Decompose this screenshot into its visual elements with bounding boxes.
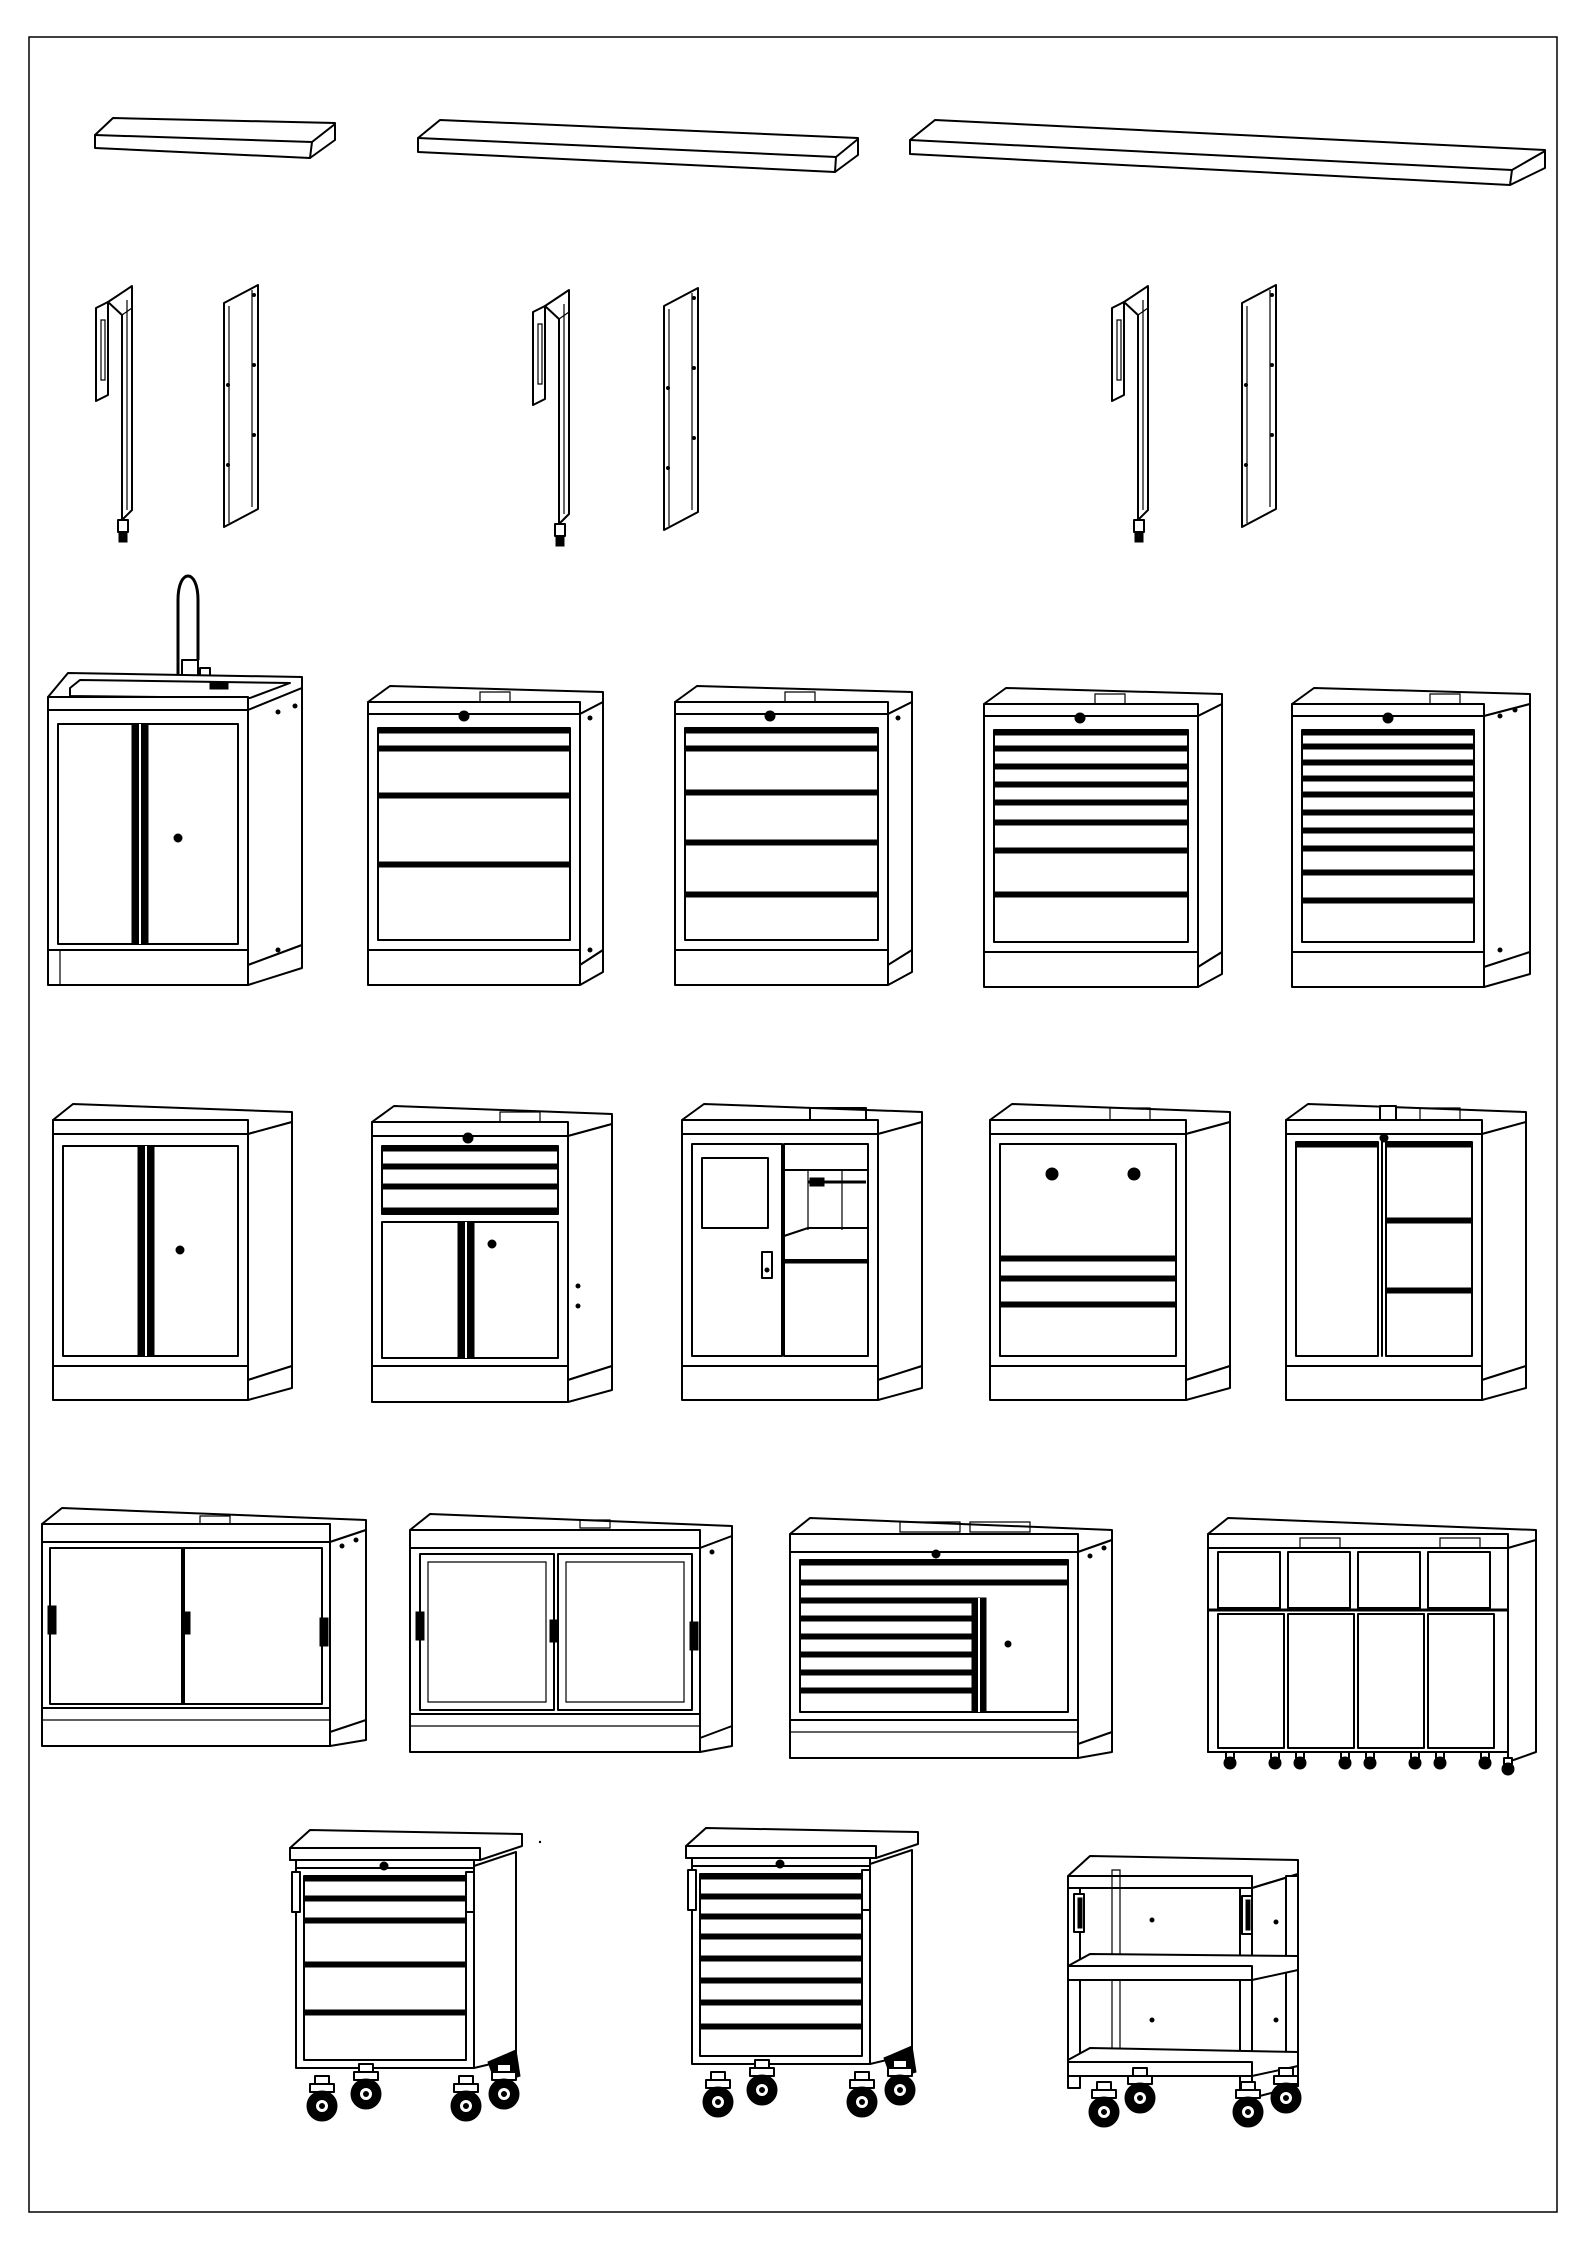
- worktop-small: [95, 118, 335, 158]
- leg-pair-3: [1112, 285, 1276, 542]
- drawer-cabinet-5: [675, 686, 912, 985]
- drawer-cabinet-9: [1292, 688, 1530, 987]
- utility-cart: [1068, 1856, 1301, 2127]
- stray-mark: [539, 1841, 541, 1843]
- door-cabinet: [53, 1104, 292, 1400]
- sink-cabinet: [48, 576, 302, 985]
- sliding-door-cabinet-2: [410, 1514, 732, 1752]
- leg-pair-1: [96, 285, 258, 542]
- tool-trolley-7: [686, 1828, 918, 2117]
- drawer-cabinet-4: [368, 686, 603, 985]
- split-door-cabinet: [1286, 1104, 1526, 1400]
- pegboard-drawer-cabinet: [990, 1104, 1230, 1400]
- locker-cabinet: [682, 1104, 922, 1400]
- leg-pair-2: [533, 288, 698, 546]
- quad-bin-cabinet: [1208, 1518, 1536, 1775]
- worktop-large: [910, 120, 1545, 185]
- worktop-medium: [418, 120, 858, 172]
- drawer-door-cabinet: [372, 1106, 612, 1402]
- sliding-door-cabinet-1: [42, 1508, 366, 1746]
- tool-trolley-5: [290, 1830, 522, 2121]
- drawer-cabinet-7: [984, 688, 1222, 987]
- drawer-door-wide-cabinet: [790, 1518, 1112, 1758]
